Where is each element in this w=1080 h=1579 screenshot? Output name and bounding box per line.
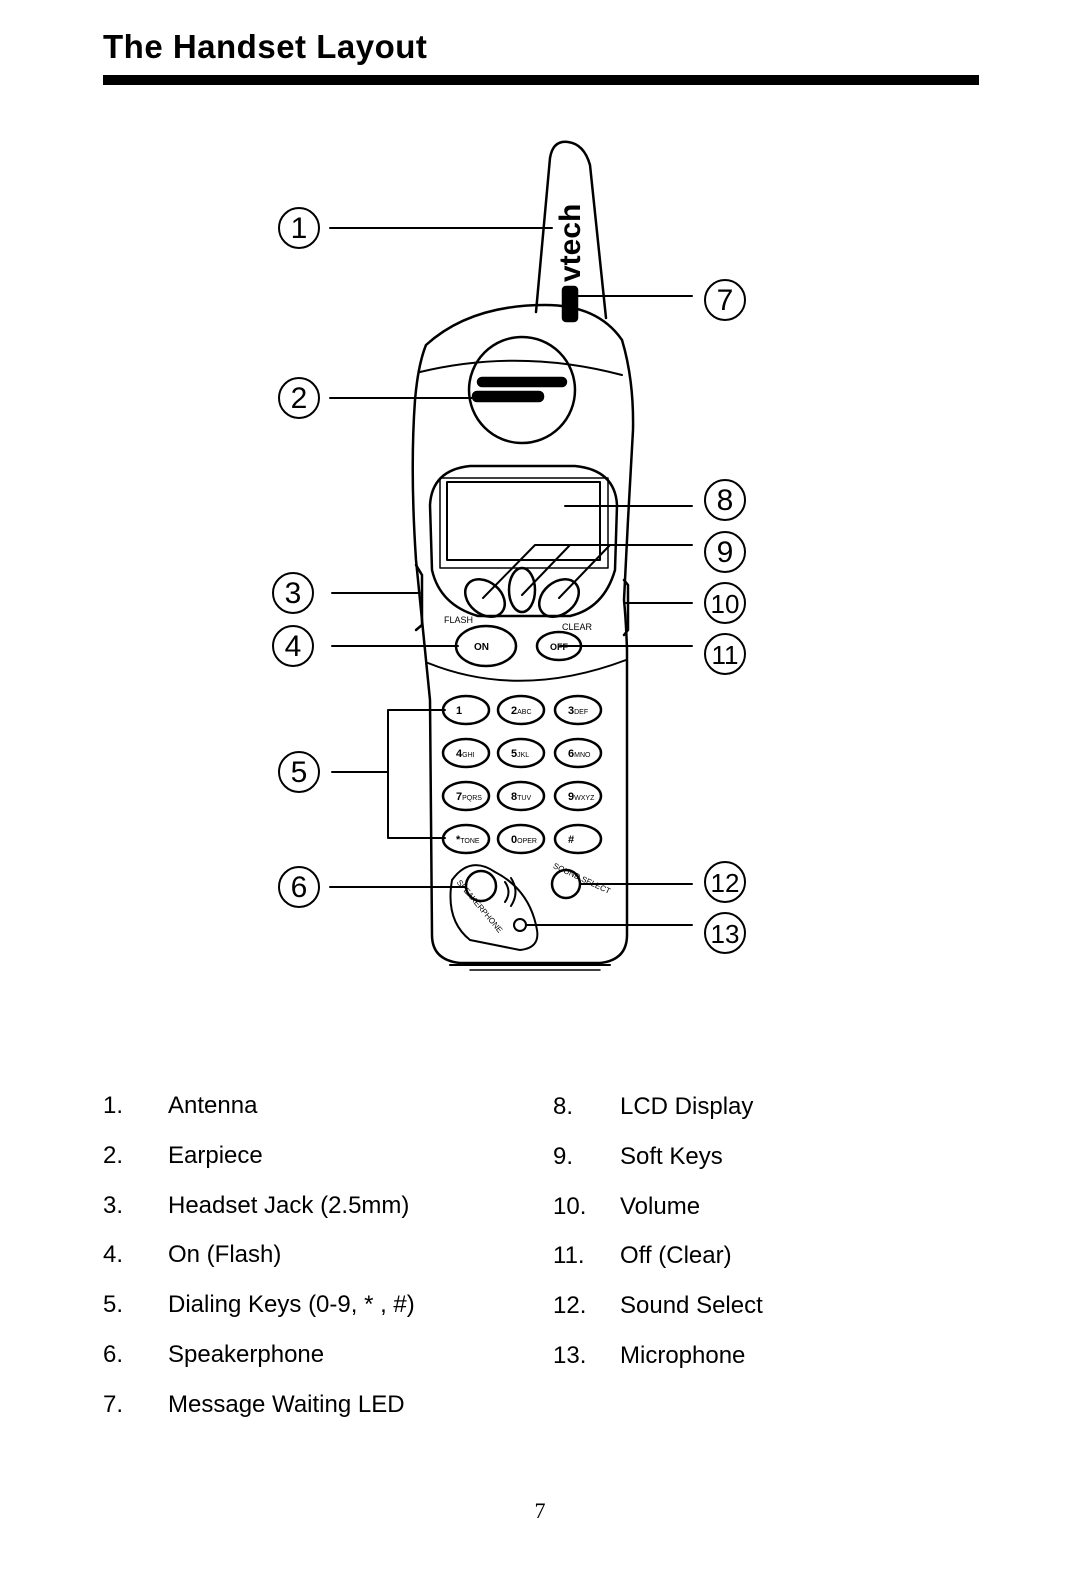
svg-text:4: 4 — [285, 630, 302, 663]
dial-key: # — [553, 823, 603, 855]
dial-key: 8TUV — [496, 780, 546, 812]
dial-key: 4GHI — [441, 737, 491, 769]
legend-label: LCD Display — [620, 1093, 754, 1120]
svg-text:13: 13 — [711, 919, 740, 949]
dial-key-label: 4GHI — [456, 748, 475, 760]
dial-key: 1 — [441, 694, 491, 726]
legend-number: 6. — [103, 1341, 124, 1368]
dial-key-label: 7PQRS — [456, 791, 482, 803]
callout-12: 12 — [704, 861, 746, 903]
dial-key-label: 0OPER — [511, 834, 537, 846]
dial-key-label: 8TUV — [511, 791, 531, 803]
earpiece — [467, 335, 577, 445]
callout-11: 11 — [704, 633, 746, 675]
message-led — [561, 285, 579, 323]
legend-number: 9. — [553, 1142, 574, 1170]
page-title: The Handset Layout — [103, 28, 428, 65]
legend-number: 8. — [553, 1093, 574, 1120]
legend-label: Dialing Keys (0-9, * , #) — [168, 1291, 415, 1319]
legend-label: Microphone — [620, 1342, 746, 1369]
title-rule — [103, 75, 979, 85]
dial-key: 9WXYZ — [553, 780, 603, 812]
off-label: OFF — [550, 642, 568, 652]
dial-key: 7PQRS — [441, 780, 491, 812]
legend-label: Antenna — [168, 1092, 258, 1119]
legend-number: 4. — [103, 1241, 124, 1269]
callout-10: 10 — [704, 582, 746, 624]
callout-13: 13 — [704, 912, 746, 954]
svg-text:11: 11 — [712, 640, 739, 670]
legend-number: 11. — [553, 1242, 585, 1270]
legend-number: 12. — [553, 1292, 587, 1320]
microphone — [513, 918, 527, 932]
antenna — [534, 140, 608, 320]
legend-number: 7. — [103, 1390, 124, 1418]
handset-body — [411, 303, 635, 965]
callout-8: 8 — [704, 479, 746, 521]
dial-key: 0OPER — [496, 823, 546, 855]
legend-label: Off (Clear) — [620, 1242, 732, 1270]
dial-key-label: 9WXYZ — [568, 791, 595, 803]
svg-text:1: 1 — [291, 212, 308, 245]
dialing-keypad: 1 2ABC 3DEF 4GHI 5JKL 6MNO 7PQRS 8TUV 9WXYZ *TONE… — [441, 694, 603, 855]
legend-label: Sound Select — [620, 1292, 763, 1320]
legend-label: Headset Jack (2.5mm) — [168, 1191, 410, 1219]
legend-number: 13. — [553, 1342, 587, 1369]
dial-key: 6MNO — [553, 737, 603, 769]
legend-number: 3. — [103, 1191, 124, 1219]
dial-key-label: 3DEF — [568, 705, 588, 717]
callout-2: 2 — [278, 377, 320, 419]
svg-text:6: 6 — [291, 871, 308, 904]
legend-label: Volume — [620, 1192, 701, 1220]
callout-3: 3 — [272, 572, 314, 614]
page-number: 7 — [534, 1498, 546, 1523]
dial-key: 3DEF — [553, 694, 603, 726]
legend-label: On (Flash) — [168, 1241, 282, 1269]
soft-key-right — [538, 578, 580, 618]
svg-text:8: 8 — [717, 484, 734, 517]
dial-key-label: *TONE — [456, 834, 480, 846]
callout-7: 7 — [704, 279, 746, 321]
svg-text:3: 3 — [285, 577, 302, 610]
legend-label: Earpiece — [168, 1141, 263, 1169]
callout-5: 5 — [278, 751, 320, 793]
dial-key-label: 5JKL — [511, 748, 529, 760]
legend-number: 2. — [103, 1141, 124, 1169]
lcd-display — [446, 481, 601, 561]
legend-label: Soft Keys — [620, 1142, 723, 1170]
dial-key: *TONE — [441, 823, 491, 855]
sound-select-label: SOUND SELECT — [552, 861, 612, 896]
callout-1: 1 — [278, 207, 320, 249]
svg-text:2: 2 — [291, 382, 308, 415]
svg-text:7: 7 — [717, 284, 734, 317]
svg-text:5: 5 — [291, 756, 308, 789]
dial-key-label: 6MNO — [568, 748, 591, 760]
dial-key-label: # — [568, 834, 574, 846]
clear-label: CLEAR — [562, 622, 593, 632]
legend-number: 1. — [103, 1092, 124, 1119]
dial-key-label: 2ABC — [511, 705, 532, 717]
dial-key-label: 1 — [456, 705, 462, 717]
legend-number: 10. — [553, 1192, 587, 1220]
legend-label: Message Waiting LED — [168, 1390, 405, 1418]
svg-text:9: 9 — [717, 536, 734, 569]
brand-logo: vtech — [554, 204, 587, 282]
callout-4: 4 — [272, 625, 314, 667]
dial-key: 2ABC — [496, 694, 546, 726]
flash-label: FLASH — [444, 615, 473, 625]
legend-number: 5. — [103, 1291, 124, 1319]
on-label: ON — [474, 642, 489, 653]
legend-label: Speakerphone — [168, 1341, 325, 1368]
dial-key: 5JKL — [496, 737, 546, 769]
callout-9: 9 — [704, 531, 746, 573]
handset-diagram: vtech FLASH CLEAR ON OFF SOUND SELECT SP… — [272, 140, 746, 971]
svg-text:12: 12 — [711, 868, 740, 898]
soft-key-center — [507, 566, 537, 614]
svg-text:10: 10 — [711, 589, 740, 619]
callout-6: 6 — [278, 866, 320, 908]
